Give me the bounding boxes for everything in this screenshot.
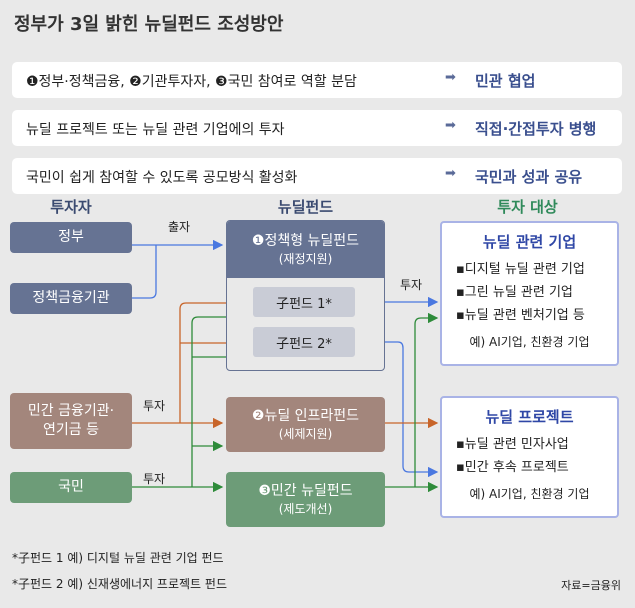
child-fund-1: 子펀드 1* <box>253 287 355 317</box>
arrow-right-icon: ➡ <box>445 70 456 85</box>
target-item: ▪뉴딜 관련 민자사업 <box>456 437 569 452</box>
target-example: 예) AI기업, 친환경 기업 <box>469 335 590 349</box>
fund2-sub: (세제지원) <box>278 426 333 441</box>
arrow-right-icon: ➡ <box>445 166 456 181</box>
source: 자료=금융위 <box>561 579 621 592</box>
target-item: ▪그린 뉴딜 관련 기업 <box>456 285 573 300</box>
fund2: ❷뉴딜 인프라펀드 (세제지원) <box>226 397 385 452</box>
header-investors: 투자자 <box>50 198 92 216</box>
label-invest: 투자 <box>143 399 166 413</box>
investor-private-finance: 민간 금융기관· 연기금 등 <box>10 393 132 449</box>
label-invest: 투자 <box>400 278 423 292</box>
summary-right: 직접·간접투자 병행 <box>475 120 597 138</box>
fund1-header: ❶정책형 뉴딜펀드 (재정지원) <box>227 221 384 278</box>
summary-left: 뉴딜 프로젝트 또는 뉴딜 관련 기업에의 투자 <box>26 122 285 138</box>
label-contribute: 출자 <box>168 220 191 234</box>
target-title: 뉴딜 관련 기업 <box>482 233 577 251</box>
target-companies: 뉴딜 관련 기업 ▪디지털 뉴딜 관련 기업 ▪그린 뉴딜 관련 기업 ▪뉴딜 … <box>440 221 619 366</box>
summary-row: 국민이 쉽게 참여할 수 있도록 공모방식 활성화 ➡ 국민과 성과 공유 <box>12 158 622 194</box>
summary-row: ❶정부·정책금융, ❷기관투자자, ❸국민 참여로 역할 분담 ➡ 민관 협업 <box>12 62 622 98</box>
arrow-child2-to-target2 <box>355 341 439 478</box>
investor-citizens: 국민 <box>10 472 132 503</box>
child-fund-2: 子펀드 2* <box>253 327 355 357</box>
header-funds: 뉴딜펀드 <box>277 198 334 216</box>
footnote: *子펀드 2 예) 신재생에너지 프로젝트 펀드 <box>12 577 227 591</box>
header-targets: 투자 대상 <box>497 198 558 216</box>
fund3: ❸민간 뉴딜펀드 (제도개선) <box>226 472 385 527</box>
summary-left: ❶정부·정책금융, ❷기관투자자, ❸국민 참여로 역할 분담 <box>26 74 357 90</box>
arrow-fund3-to-target1 <box>414 312 439 487</box>
fund3-sub: (제도개선) <box>278 501 333 516</box>
target-item: ▪디지털 뉴딜 관련 기업 <box>456 262 585 277</box>
summary-row: 뉴딜 프로젝트 또는 뉴딜 관련 기업에의 투자 ➡ 직접·간접투자 병행 <box>12 110 622 146</box>
target-title: 뉴딜 프로젝트 <box>485 408 574 426</box>
label-invest: 투자 <box>143 472 166 486</box>
target-projects: 뉴딜 프로젝트 ▪뉴딜 관련 민자사업 ▪민간 후속 프로젝트 예) AI기업,… <box>440 396 619 518</box>
summary-left: 국민이 쉽게 참여할 수 있도록 공모방식 활성화 <box>26 170 298 186</box>
fund2-name: ❷뉴딜 인프라펀드 <box>251 407 360 424</box>
investor-gov: 정부 <box>10 222 132 253</box>
fund3-name: ❸민간 뉴딜펀드 <box>258 482 353 499</box>
target-item: ▪민간 후속 프로젝트 <box>456 460 569 475</box>
footnote: *子펀드 1 예) 디지털 뉴딜 관련 기업 펀드 <box>12 551 224 565</box>
arrow-citizens-to-child1 <box>191 311 252 487</box>
investor-policy-finance: 정책금융기관 <box>10 283 132 314</box>
arrow-right-icon: ➡ <box>445 118 456 133</box>
summary-right: 민관 협업 <box>475 72 536 90</box>
fund1-name: ❶정책형 뉴딜펀드 <box>251 232 360 249</box>
target-item: ▪뉴딜 관련 벤처기업 등 <box>456 308 585 323</box>
line-policy-to-fund1 <box>132 245 157 299</box>
target-example: 예) AI기업, 친환경 기업 <box>469 487 590 501</box>
fund1-sub: (재정지원) <box>278 251 333 266</box>
arrow-private-to-child1 <box>179 297 252 423</box>
title: 정부가 3일 밝힌 뉴딜펀드 조성방안 <box>14 14 284 35</box>
summary-right: 국민과 성과 공유 <box>475 168 583 186</box>
